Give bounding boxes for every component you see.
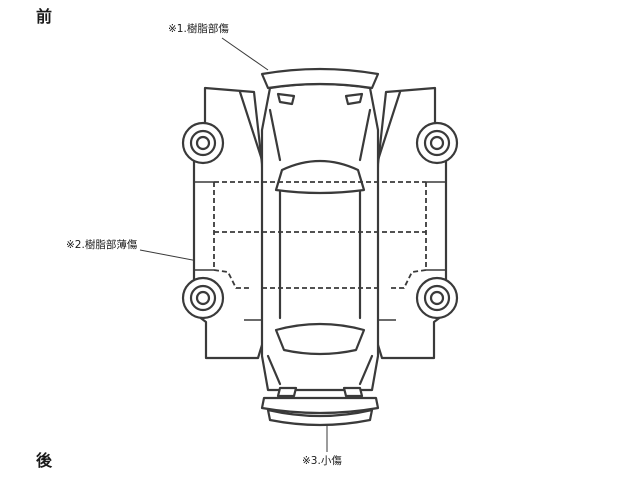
note-resin-damage: ※1.樹脂部傷 [168, 23, 229, 35]
right-side-panel [372, 86, 459, 360]
left-door-dashes [213, 182, 250, 289]
front-label: 前 [36, 7, 53, 26]
rear-bumper-lower [266, 408, 374, 427]
left-taillight [276, 386, 298, 398]
note-small-damage: ※3.小傷 [302, 455, 342, 467]
right-headlight [344, 92, 364, 106]
right-taillight [342, 386, 364, 398]
car-top-view [260, 67, 380, 427]
rear-label: 後 [36, 451, 53, 470]
right-door-dashes [390, 182, 427, 289]
front-bumper [260, 67, 380, 90]
left-rear-wheel [181, 276, 225, 320]
trunk-line-right [358, 354, 374, 386]
left-headlight [276, 92, 296, 106]
note-resin-thin-damage: ※2.樹脂部薄傷 [66, 239, 138, 251]
right-rear-wheel [415, 276, 459, 320]
hood-line-left [268, 108, 282, 162]
door-outlines [213, 181, 427, 289]
rear-window [274, 322, 366, 356]
windshield [274, 159, 366, 195]
trunk-line-left [266, 354, 282, 386]
rear-bumper [260, 396, 380, 415]
right-pillar-line [376, 90, 402, 162]
leader-line-1 [221, 37, 269, 71]
hood-line-right [358, 108, 372, 162]
left-front-wheel [181, 121, 225, 165]
right-front-wheel [415, 121, 459, 165]
left-pillar-line [238, 90, 264, 162]
left-side-panel [181, 86, 268, 360]
